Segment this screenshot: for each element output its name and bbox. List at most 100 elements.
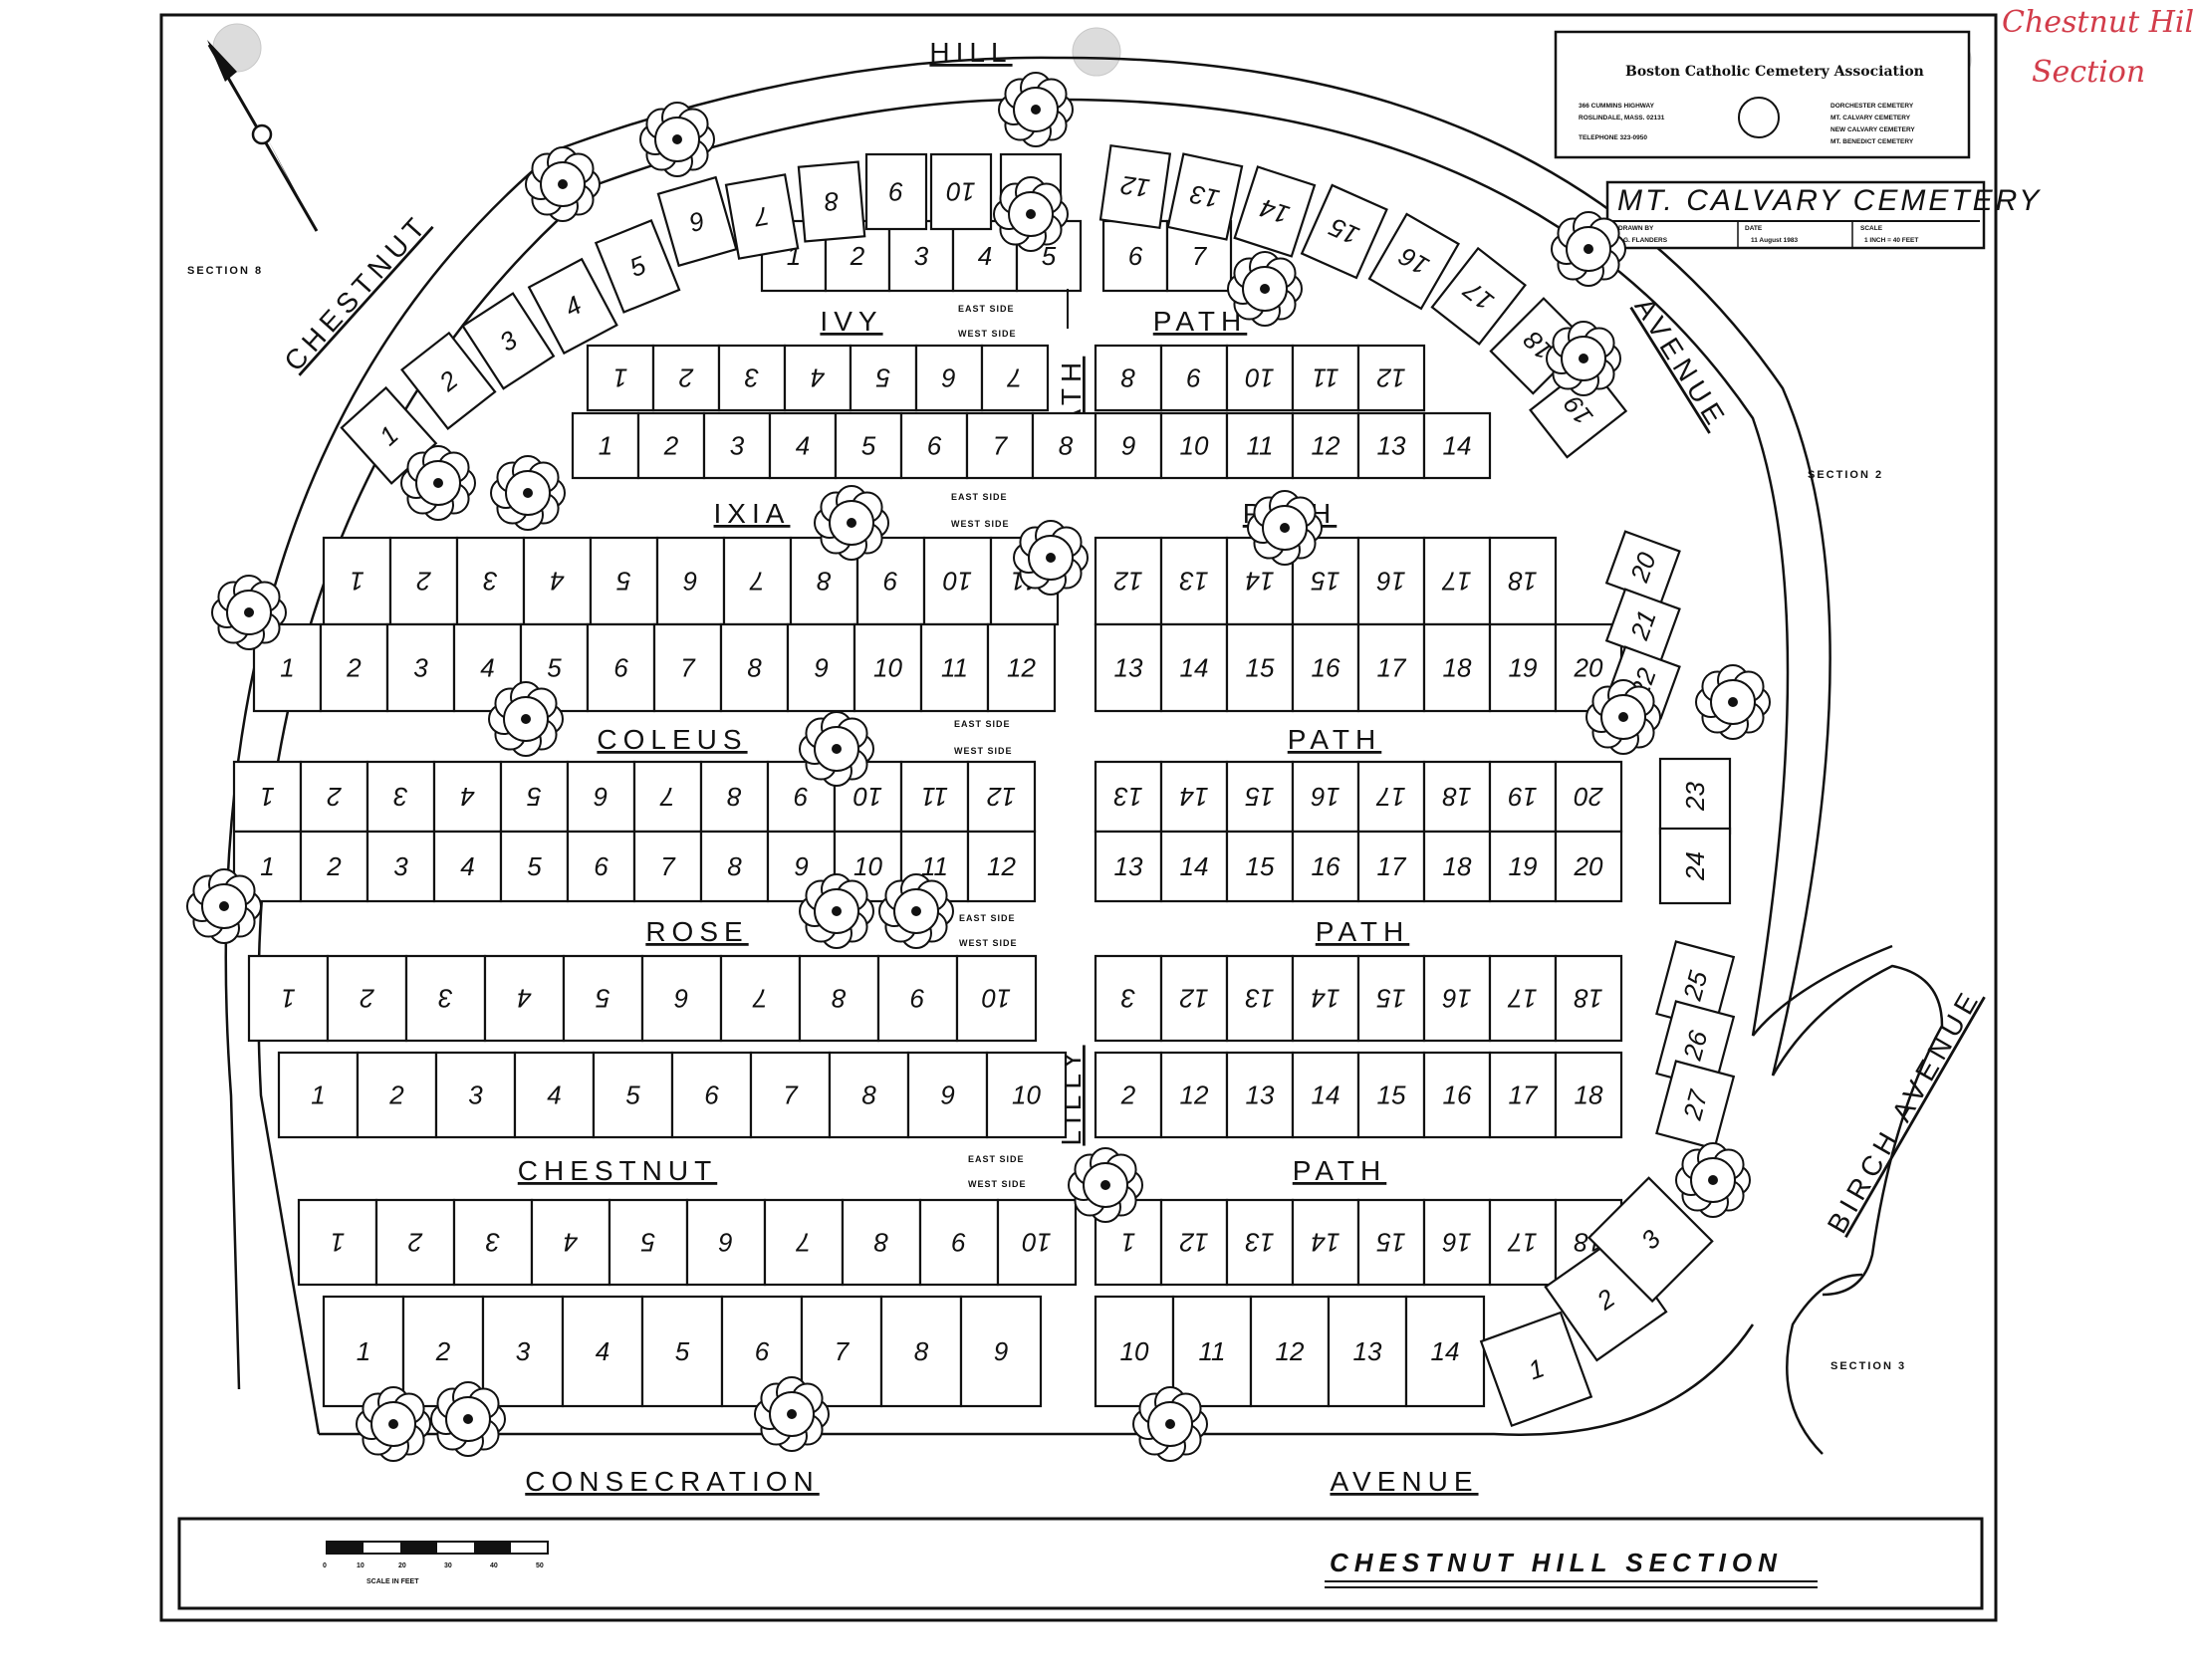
- lot-outline: [1554, 1051, 1623, 1139]
- burial-lot: 1: [297, 1198, 378, 1287]
- burial-lot: 14: [1404, 1295, 1486, 1408]
- lot-number: 10: [1022, 1228, 1051, 1258]
- burial-lot: 15: [1356, 1051, 1426, 1139]
- lot-outline: [955, 954, 1038, 1043]
- lot-outline: [1159, 536, 1229, 626]
- lot-number: 11: [941, 653, 968, 683]
- burial-lot: 13: [1225, 1051, 1295, 1139]
- drawn-by-label: DRAWN BY: [1618, 225, 1654, 232]
- lot-number: 10: [1180, 431, 1209, 461]
- lot-outline: [1159, 830, 1229, 903]
- burial-lot: 13: [1225, 1198, 1295, 1287]
- lot-outline: [1367, 212, 1460, 311]
- path-label-ivy: IVY: [820, 306, 882, 337]
- burial-lot: 5: [589, 536, 659, 626]
- lot-outline: [849, 344, 918, 412]
- lot-number: 2: [327, 782, 343, 812]
- lot-number: 9: [994, 1336, 1008, 1366]
- lot-outline: [1356, 830, 1426, 903]
- lot-number: 3: [393, 851, 408, 881]
- lot-outline: [586, 344, 655, 412]
- lot-outline: [1094, 830, 1163, 903]
- burial-lot: 4: [432, 760, 503, 834]
- lot-outline: [985, 1051, 1068, 1139]
- lot-outline: [1225, 411, 1295, 480]
- tree-icon: [799, 873, 874, 949]
- burial-lot: 15: [1225, 830, 1295, 903]
- lot-outline: [719, 622, 790, 713]
- tree-icon: [356, 1386, 431, 1462]
- lot-number: 6: [941, 363, 956, 393]
- burial-lot: 20: [1554, 760, 1623, 834]
- lot-outline: [656, 175, 738, 268]
- lot-number: 2: [407, 1228, 423, 1258]
- footer-box: [177, 1517, 1984, 1610]
- burial-lot: 16: [1422, 1198, 1492, 1287]
- lot-number: 10: [1245, 363, 1274, 393]
- burial-lot: 4: [768, 411, 838, 480]
- lot-outline: [853, 622, 923, 713]
- lot-outline: [277, 1051, 360, 1139]
- burial-lot: 6: [566, 760, 636, 834]
- lot-number: 7: [1006, 363, 1022, 393]
- lot-number: 7: [783, 1080, 799, 1110]
- lot-number: 1: [260, 782, 274, 812]
- lot-outline: [589, 536, 659, 626]
- lot-number: 16: [1311, 782, 1340, 812]
- lot-outline: [1554, 954, 1623, 1043]
- lot-number: 6: [594, 851, 609, 881]
- burial-lot: 17: [1356, 622, 1426, 713]
- burial-lot: 17: [1488, 1051, 1558, 1139]
- lot-number: 17: [1507, 1228, 1537, 1258]
- burial-lot: 4: [432, 830, 503, 903]
- scale-caption: SCALE IN FEET: [366, 1578, 419, 1585]
- lot-number: 20: [1574, 782, 1603, 812]
- path-label-chestnut: CHESTNUT: [518, 1155, 717, 1186]
- burial-lot: 7: [980, 344, 1050, 412]
- lot-outline: [319, 622, 389, 713]
- burial-lot: 15: [1225, 760, 1295, 834]
- lot-number: 14: [1180, 653, 1209, 683]
- lot-number: 18: [1442, 782, 1471, 812]
- burial-lot: 3: [366, 830, 436, 903]
- lot-number: 14: [1431, 1336, 1460, 1366]
- lot-number: 9: [940, 1080, 954, 1110]
- lot-number: 3: [483, 567, 498, 597]
- lot-outline: [919, 622, 990, 713]
- burial-lot: 23: [1658, 757, 1732, 836]
- lot-outline: [1488, 760, 1558, 834]
- burial-lot: 2: [374, 1198, 456, 1287]
- lot-outline: [929, 152, 993, 231]
- burial-lot: 7: [724, 173, 800, 260]
- map-frame: [159, 13, 1998, 1622]
- cemetery-name: MT. CALVARY CEMETERY: [1617, 184, 2042, 217]
- birch-avenue-road: [1771, 964, 1944, 1297]
- road-label-consecration-avenue: AVENUE: [1330, 1466, 1478, 1497]
- address-line: ROSLINDALE, MASS. 02131: [1579, 115, 1665, 121]
- handwritten-note-1: Chestnut Hill: [2002, 5, 2194, 40]
- consecration-road-top: [319, 1323, 1755, 1436]
- burial-lot: 4: [513, 1051, 596, 1139]
- west-side-label: WEST SIDE: [951, 519, 1010, 529]
- west-side-label: WEST SIDE: [958, 329, 1017, 339]
- lot-number: 2: [360, 984, 375, 1014]
- lot-outline: [899, 760, 970, 834]
- lot-number: 3: [393, 782, 408, 812]
- lot-number: 1: [281, 984, 295, 1014]
- lot-outline: [594, 219, 681, 314]
- tree-icon: [186, 868, 262, 944]
- lot-number: 17: [1377, 653, 1407, 683]
- footer-section-title: CHESTNUT HILL SECTION: [1330, 1548, 1783, 1577]
- lot-number: 12: [1180, 1080, 1209, 1110]
- lot-number: 6: [594, 782, 609, 812]
- burial-lot: 5: [594, 219, 681, 314]
- lot-outline: [797, 160, 866, 243]
- lot-outline: [1554, 830, 1623, 903]
- north-arrow-icon: [207, 40, 319, 232]
- lot-number: 8: [861, 1080, 876, 1110]
- lot-outline: [879, 1295, 963, 1408]
- path-label-rose: ROSE: [645, 916, 748, 947]
- burial-lot: 1: [247, 954, 330, 1043]
- burial-lot: 8: [841, 1198, 922, 1287]
- lot-number: 9: [1121, 431, 1135, 461]
